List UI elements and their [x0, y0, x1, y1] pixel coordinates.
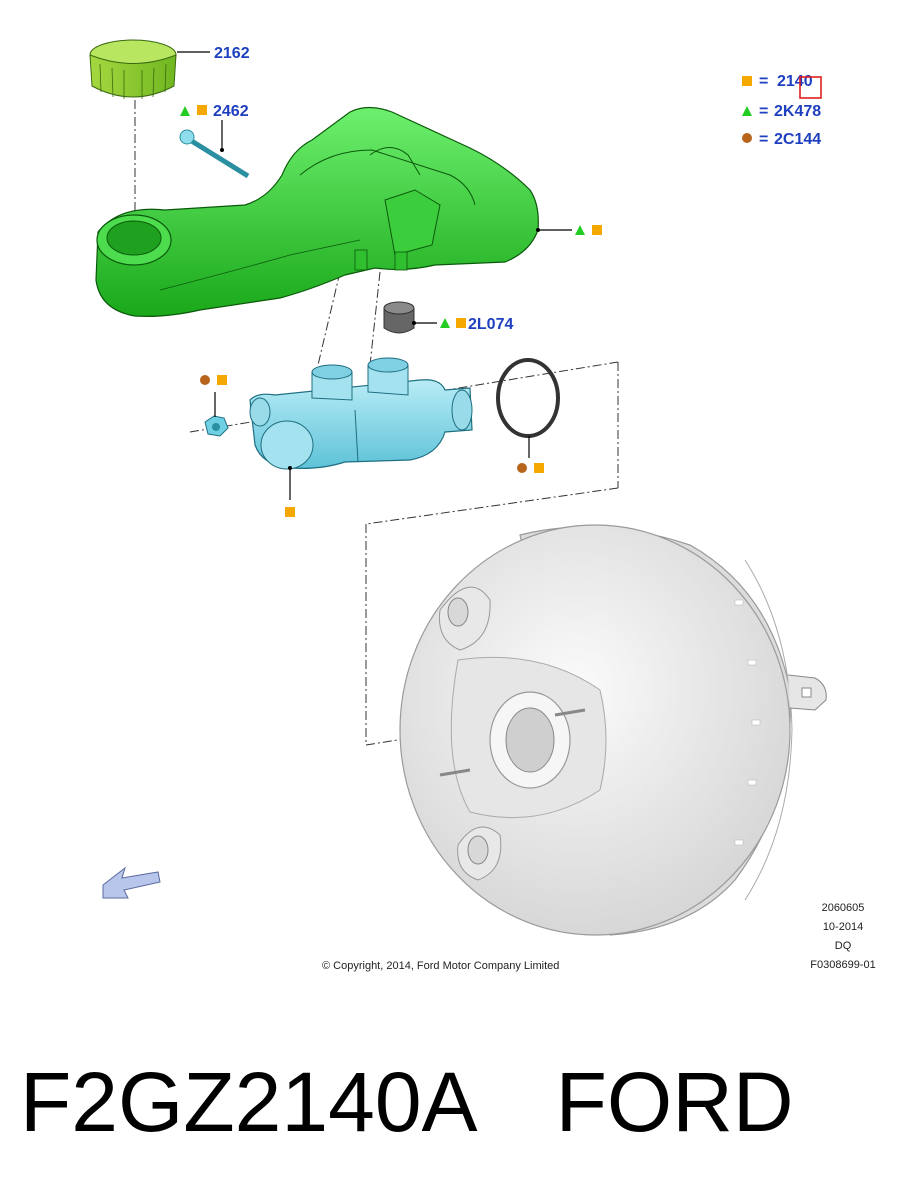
- reference-number: 2060605: [822, 902, 865, 914]
- view-direction-arrow-icon: [102, 866, 161, 899]
- product-caption: F2GZ2140A FORD: [20, 1052, 900, 1152]
- triangle-symbol-icon: [742, 106, 752, 116]
- copyright-text: © Copyright, 2014, Ford Motor Company Li…: [322, 960, 559, 972]
- o-ring: [496, 358, 560, 438]
- square-symbol-icon: [456, 318, 466, 328]
- grommet: [383, 301, 415, 334]
- master-cylinder: [249, 357, 473, 470]
- legend-code-square: 2140: [777, 73, 813, 90]
- figure-id: F0308699-01: [810, 959, 875, 971]
- square-symbol-icon: [217, 375, 227, 385]
- brand-name: FORD: [555, 1055, 794, 1149]
- legend-equals: =: [759, 73, 768, 90]
- highlight-box: [799, 76, 822, 99]
- brake-fluid-reservoir: [95, 106, 539, 317]
- reservoir-cap: [89, 39, 177, 99]
- part-number: F2GZ2140A: [20, 1055, 478, 1149]
- reference-date: 10-2014: [823, 921, 863, 933]
- nut: [204, 415, 229, 437]
- circle-symbol-icon: [742, 133, 752, 143]
- callout-cap: 2162: [214, 45, 250, 62]
- circle-symbol-icon: [517, 463, 527, 473]
- square-symbol-icon: [534, 463, 544, 473]
- square-symbol-icon: [285, 507, 295, 517]
- legend-code-triangle: 2K478: [774, 103, 821, 120]
- triangle-symbol-icon: [575, 225, 585, 235]
- parts-diagram: = 2140 = 2K478 = 2C144 2162: [89, 39, 876, 972]
- square-symbol-icon: [592, 225, 602, 235]
- brake-booster: [399, 524, 827, 936]
- triangle-symbol-icon: [180, 106, 190, 116]
- callout-grommet: 2L074: [468, 316, 513, 333]
- triangle-symbol-icon: [440, 318, 450, 328]
- circle-symbol-icon: [200, 375, 210, 385]
- level-sensor: [179, 129, 250, 179]
- square-symbol-icon: [742, 76, 752, 86]
- square-symbol-icon: [197, 105, 207, 115]
- legend-equals: =: [759, 103, 768, 120]
- legend: = 2140 = 2K478 = 2C144: [742, 73, 822, 148]
- callout-sensor: 2462: [213, 103, 249, 120]
- legend-equals: =: [759, 131, 768, 148]
- legend-code-circle: 2C144: [774, 131, 821, 148]
- reference-code: DQ: [835, 940, 852, 952]
